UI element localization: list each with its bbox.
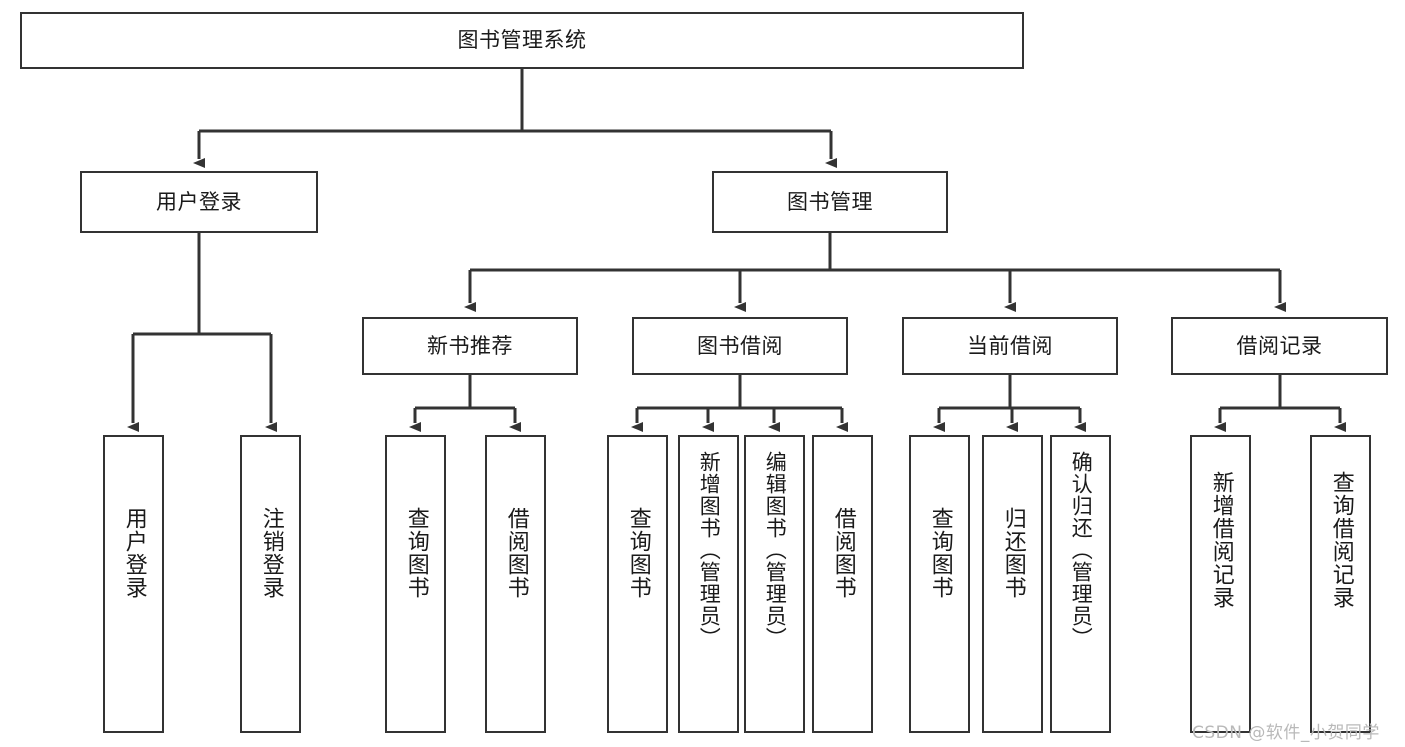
edge-bookmanage-to-level2 <box>464 233 1286 312</box>
node-leaf-borrow-book-2[interactable]: 借阅图书 <box>812 435 873 733</box>
node-current-borrow[interactable]: 当前借阅 <box>902 317 1118 375</box>
node-book-borrow-label: 图书借阅 <box>697 333 783 358</box>
node-leaf-return-book[interactable]: 归还图书 <box>982 435 1043 733</box>
edge-userlogin-to-leaves <box>127 233 277 432</box>
node-leaf-borrow-book-1[interactable]: 借阅图书 <box>485 435 546 733</box>
node-borrow-record-label: 借阅记录 <box>1236 333 1323 358</box>
node-leaf-edit-book-label: 编辑图书（管理员） <box>763 451 788 649</box>
node-borrow-record[interactable]: 借阅记录 <box>1171 317 1388 375</box>
node-leaf-borrow-book-2-label: 借阅图书 <box>830 507 856 599</box>
node-leaf-logout[interactable]: 注销登录 <box>240 435 301 733</box>
node-leaf-add-record[interactable]: 新增借阅记录 <box>1190 435 1251 733</box>
node-book-borrow[interactable]: 图书借阅 <box>632 317 848 375</box>
edge-root-to-level1 <box>193 69 837 168</box>
node-book-manage-label: 图书管理 <box>787 189 873 214</box>
node-leaf-logout-label: 注销登录 <box>258 507 284 599</box>
node-leaf-query-book-1-label: 查询图书 <box>403 507 429 599</box>
node-user-login[interactable]: 用户登录 <box>80 171 318 233</box>
node-current-borrow-label: 当前借阅 <box>967 333 1053 358</box>
node-leaf-query-book-1[interactable]: 查询图书 <box>385 435 446 733</box>
node-root-label: 图书管理系统 <box>457 28 587 53</box>
edge-bookborrow-to-leaves <box>631 375 848 432</box>
node-leaf-query-book-3[interactable]: 查询图书 <box>909 435 970 733</box>
node-leaf-borrow-book-1-label: 借阅图书 <box>503 507 529 599</box>
node-leaf-confirm-return-label: 确认归还（管理员） <box>1069 451 1094 649</box>
node-book-manage[interactable]: 图书管理 <box>712 171 948 233</box>
node-leaf-confirm-return[interactable]: 确认归还（管理员） <box>1050 435 1111 733</box>
edge-borrowrecord-to-leaves <box>1214 375 1346 432</box>
node-leaf-query-book-2-label: 查询图书 <box>625 507 651 599</box>
node-leaf-add-record-label: 新增借阅记录 <box>1208 471 1234 609</box>
node-leaf-query-record[interactable]: 查询借阅记录 <box>1310 435 1371 733</box>
node-user-login-label: 用户登录 <box>156 189 242 214</box>
node-leaf-query-book-2[interactable]: 查询图书 <box>607 435 668 733</box>
edge-currentborrow-to-leaves <box>933 375 1086 432</box>
node-leaf-return-book-label: 归还图书 <box>1000 507 1026 599</box>
node-leaf-user-login[interactable]: 用户登录 <box>103 435 164 733</box>
node-root[interactable]: 图书管理系统 <box>20 12 1024 69</box>
node-leaf-user-login-label: 用户登录 <box>121 507 147 599</box>
edge-newbookrec-to-leaves <box>409 375 521 432</box>
node-leaf-add-book[interactable]: 新增图书（管理员） <box>678 435 739 733</box>
node-new-book-rec-label: 新书推荐 <box>427 333 513 358</box>
node-leaf-add-book-label: 新增图书（管理员） <box>697 451 722 649</box>
node-leaf-query-record-label: 查询借阅记录 <box>1328 471 1354 609</box>
node-leaf-edit-book[interactable]: 编辑图书（管理员） <box>744 435 805 733</box>
node-new-book-rec[interactable]: 新书推荐 <box>362 317 578 375</box>
node-leaf-query-book-3-label: 查询图书 <box>927 507 953 599</box>
